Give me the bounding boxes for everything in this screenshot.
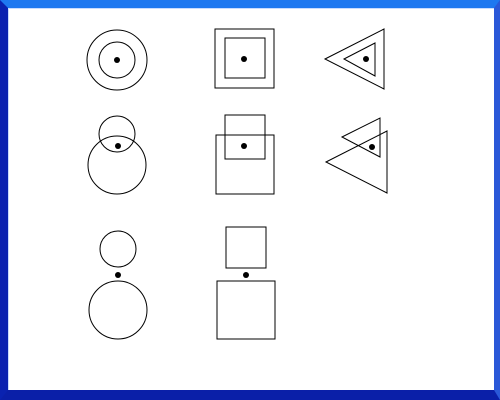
large-square (215, 134, 275, 195)
concentric-circles (86, 29, 148, 91)
large-circle (87, 135, 147, 195)
small-square (225, 226, 267, 269)
overlapping-circles (87, 115, 147, 195)
inner-triangle (342, 42, 376, 77)
inner-square (224, 37, 266, 79)
small-square (224, 114, 266, 160)
concentric-squares (214, 28, 275, 89)
outer-circle (86, 29, 148, 91)
small-triangle (340, 117, 381, 158)
between-dot (243, 272, 249, 278)
outer-square (214, 28, 275, 89)
shared-point-dot (369, 144, 375, 150)
separate-squares (216, 226, 276, 340)
small-circle (99, 230, 137, 268)
large-circle (88, 280, 148, 340)
large-triangle (324, 130, 388, 194)
overlapping-triangles (324, 117, 388, 194)
shared-point-dot (241, 143, 247, 149)
small-circle (98, 115, 136, 153)
center-dot (363, 56, 369, 62)
overlapping-squares (215, 114, 275, 195)
center-dot (241, 56, 247, 62)
concentric-triangles (323, 28, 385, 90)
inner-circle (98, 41, 136, 79)
shared-point-dot (115, 143, 121, 149)
separate-circles (88, 230, 148, 340)
outer-triangle (323, 28, 385, 90)
large-square (216, 280, 276, 340)
between-dot (115, 272, 121, 278)
center-dot (114, 57, 120, 63)
